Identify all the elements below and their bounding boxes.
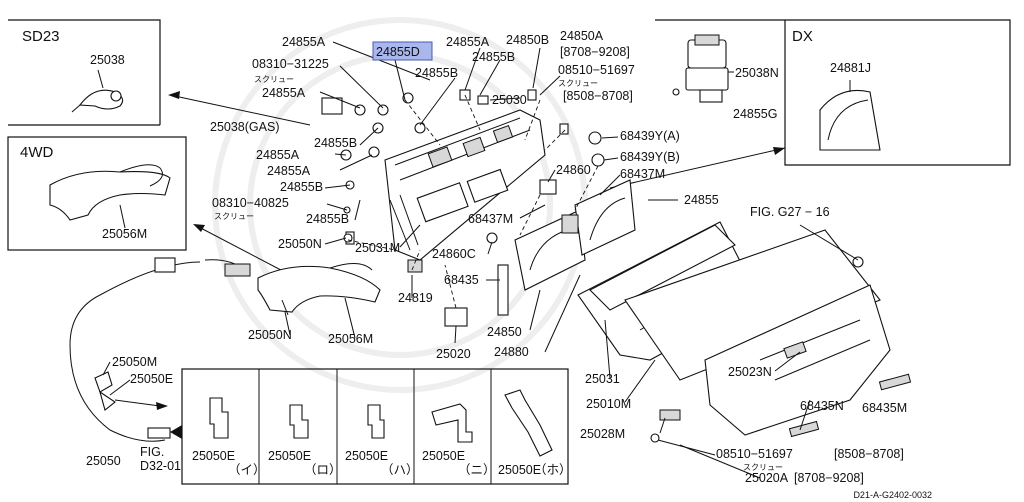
inset-4wd: 4WD 25056M [7, 136, 187, 251]
variant-code: （ロ） [304, 463, 342, 477]
label-screw: スクリュー [743, 463, 783, 472]
speedometer-cable [69, 257, 251, 442]
inset-dx-title: DX [792, 28, 813, 45]
label-25031: 25031 [585, 372, 620, 386]
label-68435: 68435 [444, 273, 479, 287]
label-25023N: 25023N [728, 365, 772, 379]
inset-4wd-title: 4WD [20, 144, 54, 161]
label-24855D-highlighted: 24855D [376, 45, 420, 59]
variant-part: 25050E [422, 449, 465, 463]
label-25050: 25050 [86, 454, 121, 468]
label-24860C: 24860C [432, 247, 476, 261]
variant-part: 25050E [345, 449, 388, 463]
label-68435N: 68435N [800, 399, 844, 413]
label-8708-9208: [8708−9208] [560, 45, 630, 59]
label-24855B: 24855B [472, 50, 515, 64]
bracket-variant-strip: 25050E （イ） 25050E （ロ） 25050E （ハ） 25050E … [181, 368, 572, 485]
footer-code: D21-A-G2402-0032 [853, 490, 932, 500]
label-8708-9208: [8708−9208] [794, 471, 864, 485]
dx-gauge-module-icon [672, 34, 734, 103]
label-25020A: 25020A [745, 471, 789, 485]
label-screw: スクリュー [214, 212, 254, 221]
label-68435M: 68435M [862, 401, 907, 415]
label-25050N: 25050N [278, 237, 322, 251]
bracket-variant-ha: 25050E （ハ） [345, 404, 419, 477]
exploded-dash-lines [347, 94, 599, 309]
dx-gauge-face-icon [819, 80, 881, 151]
fig-pointer-icon [170, 425, 182, 439]
label-24850: 24850 [487, 325, 522, 339]
variant-code: （ホ） [534, 463, 572, 477]
label-fig-g27-16: FIG. G27 − 16 [750, 205, 830, 219]
inset-dx-part-24881J: 24881J [830, 61, 871, 75]
label-24855A: 24855A [256, 148, 300, 162]
inset-sd23: SD23 25038 [8, 19, 161, 126]
label-screw: スクリュー [558, 79, 598, 88]
speedometer-assembly [486, 179, 636, 316]
label-25050E: 25050E [130, 372, 173, 386]
bracket-4wd-icon [49, 164, 171, 229]
label-24855B: 24855B [306, 212, 349, 226]
label-d32-01: D32-01 [140, 459, 181, 473]
label-08510-51697: 08510−51697 [558, 63, 635, 77]
label-24860: 24860 [556, 163, 591, 177]
label-screw: スクリュー [254, 75, 294, 84]
inset-dx: DX 25038N 24855G 24881J [655, 19, 1011, 166]
gas-sender-icon [71, 69, 124, 113]
label-25020: 25020 [436, 347, 471, 361]
variant-part: 25050E [268, 449, 311, 463]
part-labels: 24855D 24855A 24855A 24850B 24850A [8708… [86, 29, 907, 485]
label-8508-8708: [8508−8708] [834, 447, 904, 461]
variant-code: （ニ） [458, 463, 496, 477]
label-68439YA: 68439Y(A) [620, 129, 680, 143]
combination-meter-housing [384, 109, 546, 261]
inset-dx-part-24855G: 24855G [733, 107, 777, 121]
label-68439YB: 68439Y(B) [620, 150, 680, 164]
label-25028M: 25028M [580, 427, 625, 441]
label-24855A: 24855A [262, 86, 306, 100]
label-24855A: 24855A [267, 164, 311, 178]
label-24855B: 24855B [314, 136, 357, 150]
label-24855B: 24855B [415, 66, 458, 80]
label-68437M: 68437M [468, 212, 513, 226]
bracket-variant-ni: 25050E （ニ） [422, 403, 496, 477]
meter-lens-and-finisher [577, 221, 912, 443]
variant-part: 25050E [498, 463, 541, 477]
label-24819: 24819 [398, 291, 433, 305]
leader-lines [102, 41, 859, 479]
label-25056M: 25056M [328, 332, 373, 346]
label-fig: FIG. [140, 445, 164, 459]
label-25030: 25030 [492, 93, 527, 107]
label-24850A: 24850A [560, 29, 604, 43]
label-08310-31225: 08310−31225 [252, 57, 329, 71]
label-24855B: 24855B [280, 180, 323, 194]
label-24880: 24880 [494, 345, 529, 359]
label-8508-8708: [8508−8708] [563, 89, 633, 103]
label-25050N: 25050N [248, 328, 292, 342]
label-24855A: 24855A [282, 35, 326, 49]
variant-code: （イ） [228, 463, 266, 477]
inset-sd23-title: SD23 [22, 28, 60, 45]
variant-part: 25050E [192, 449, 235, 463]
label-08310-40825: 08310−40825 [212, 196, 289, 210]
highlight-box [372, 41, 433, 61]
label-25031M: 25031M [355, 241, 400, 255]
bracket-variant-i: 25050E （イ） [192, 397, 266, 477]
label-24855A: 24855A [446, 35, 490, 49]
inset-sd23-part: 25038 [90, 53, 125, 67]
label-24855: 24855 [684, 193, 719, 207]
label-68437M: 68437M [620, 167, 665, 181]
label-24850B: 24850B [506, 33, 549, 47]
bracket-variant-ro: 25050E （ロ） [268, 404, 342, 477]
label-25050M: 25050M [112, 355, 157, 369]
label-25038-gas: 25038(GAS) [210, 120, 279, 134]
variant-code: （ハ） [381, 463, 419, 477]
inset-4wd-part: 25056M [102, 227, 147, 241]
label-08510-51697: 08510−51697 [716, 447, 793, 461]
bracket-variant-ho: 25050E （ホ） [498, 389, 572, 477]
bracket-25056M-icon [257, 263, 381, 316]
label-25010M: 25010M [586, 397, 631, 411]
inset-dx-part-25038N: 25038N [735, 66, 779, 80]
